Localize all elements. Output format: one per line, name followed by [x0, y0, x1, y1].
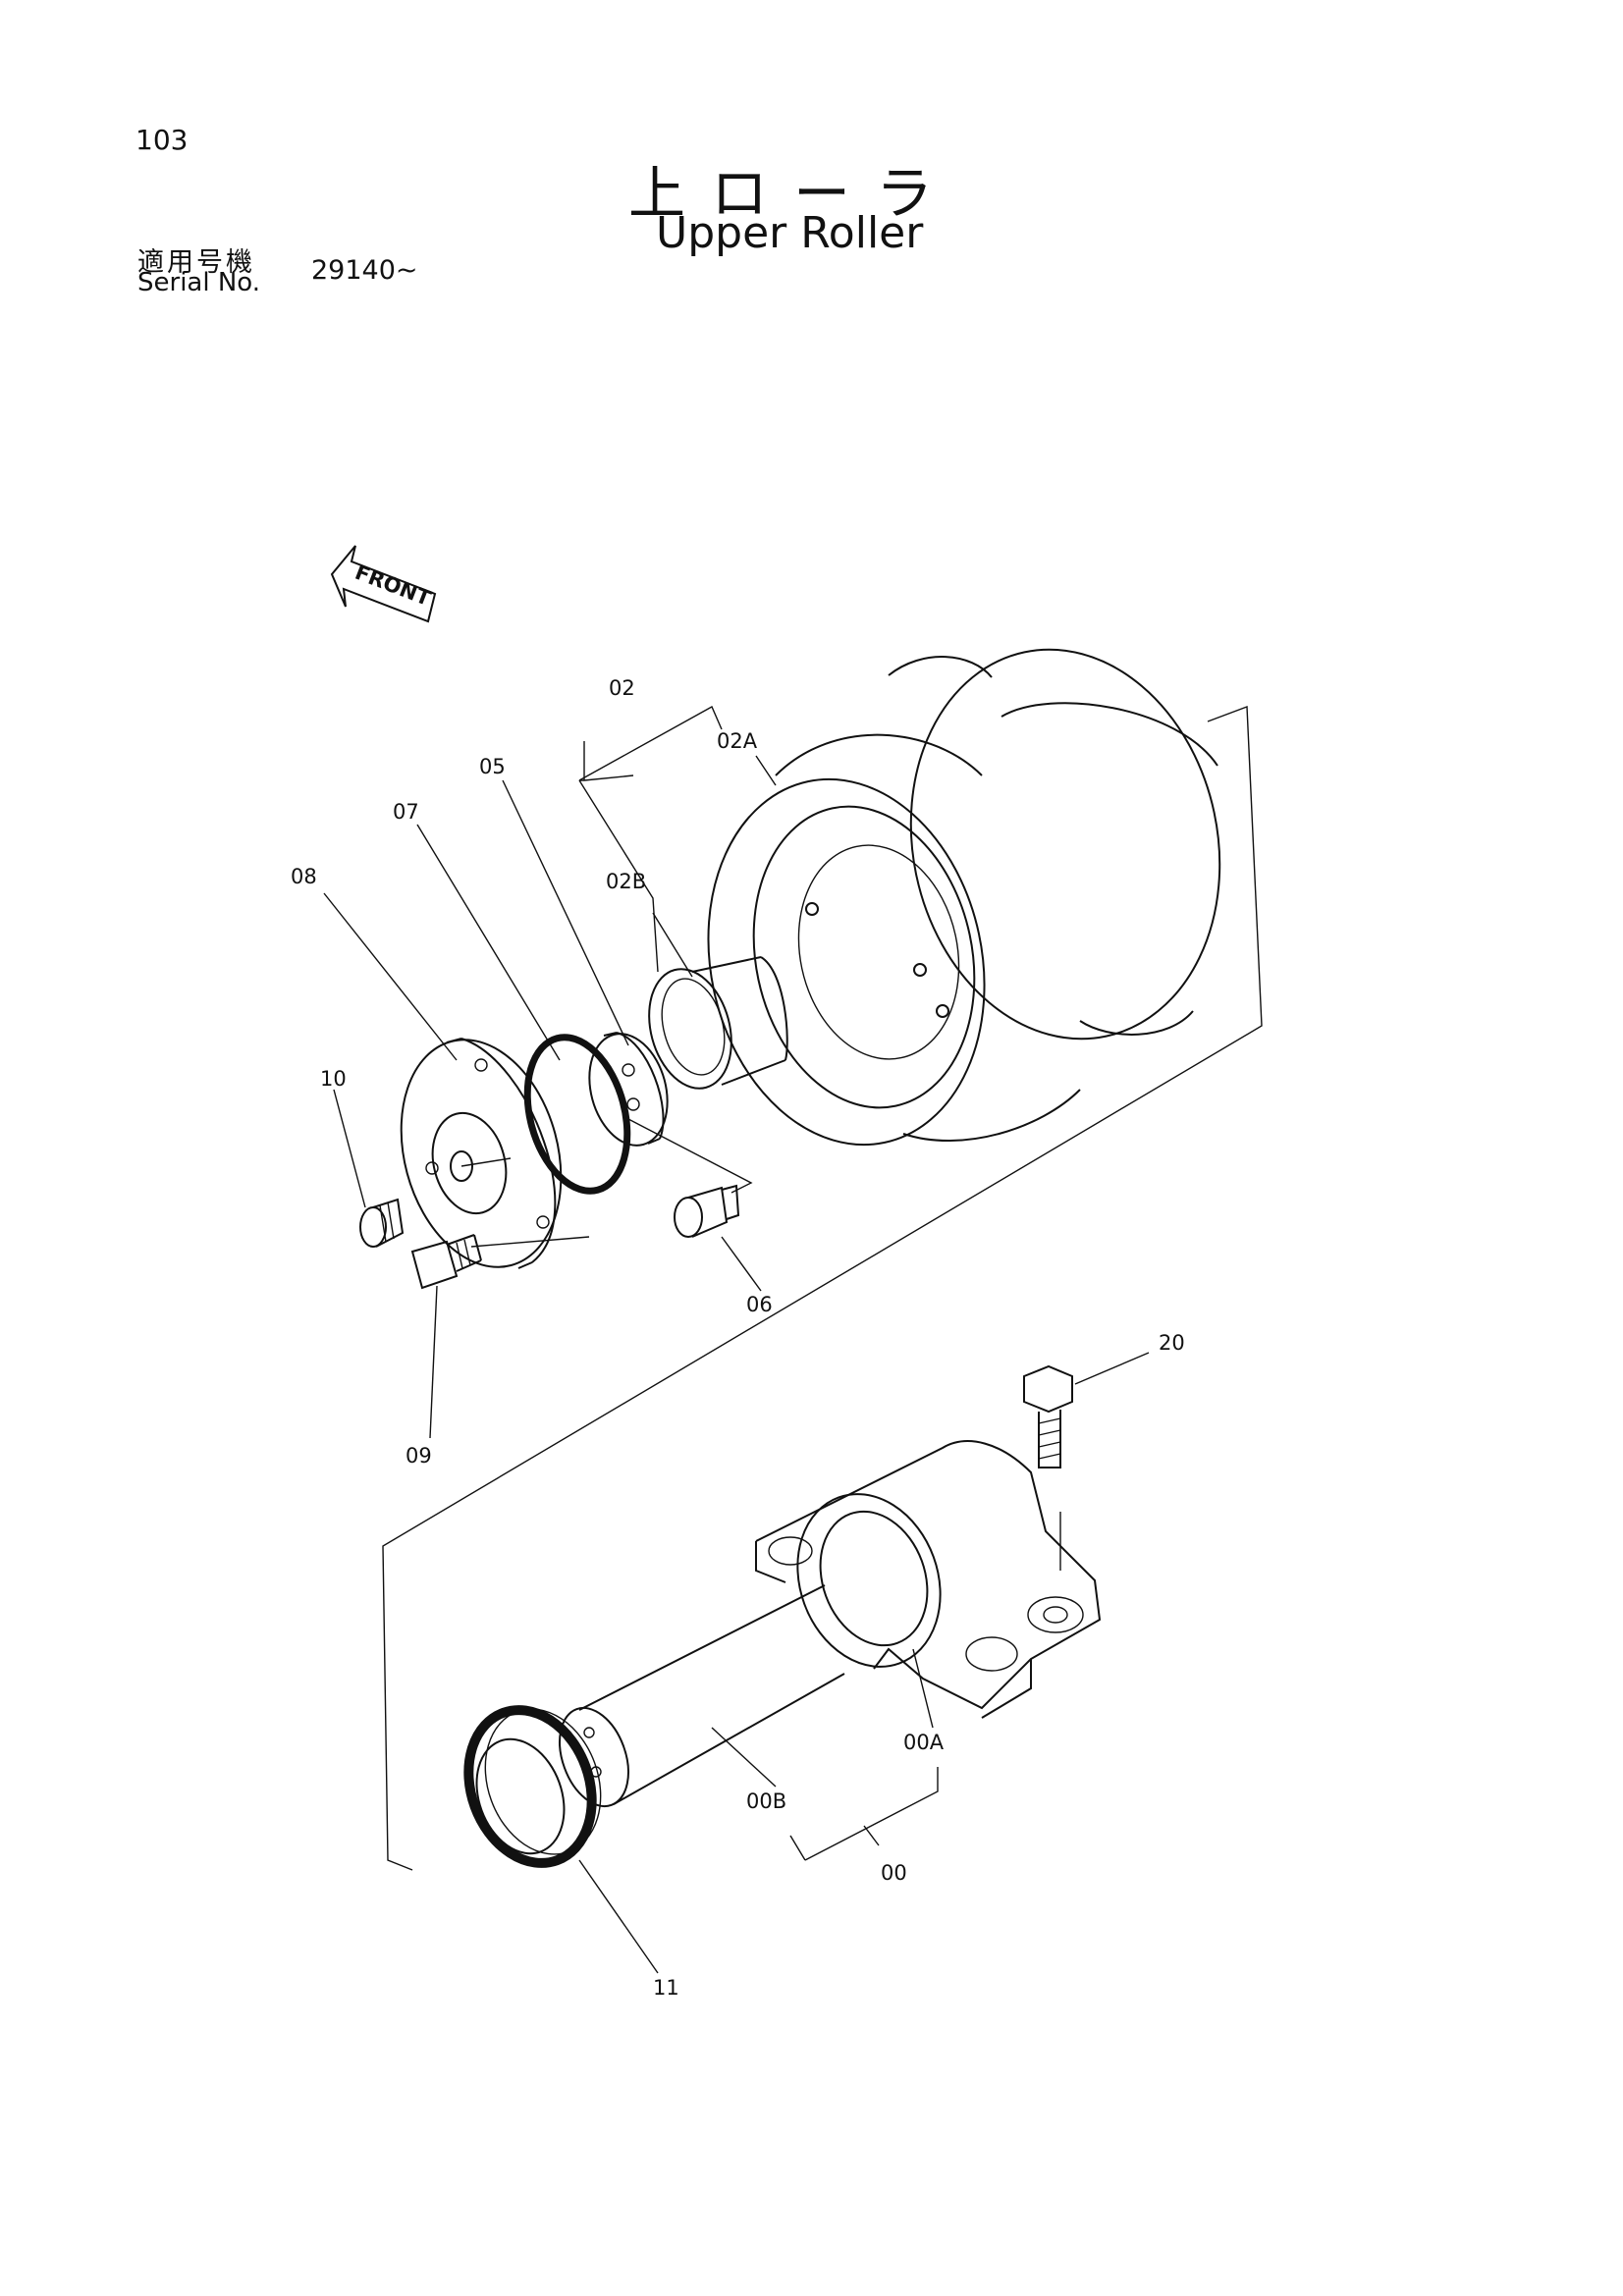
callout-00b: 00B	[746, 1789, 786, 1813]
o-ring	[523, 1034, 631, 1195]
front-arrow-icon: FRONT	[330, 545, 437, 623]
bushing	[648, 956, 788, 1090]
roller-body	[707, 648, 1221, 1147]
front-label: FRONT	[352, 561, 434, 611]
bolt-20	[1023, 1364, 1073, 1468]
callout-20: 20	[1159, 1331, 1185, 1355]
callout-02a: 02A	[717, 729, 758, 753]
bracket-assembly	[755, 1440, 1102, 1719]
title-japanese: 上ローラ	[628, 160, 959, 227]
title-english: Upper Roller	[656, 208, 924, 258]
plug	[359, 1198, 405, 1248]
callout-10: 10	[320, 1067, 347, 1091]
callout-11: 11	[653, 1976, 679, 2000]
serial-label-english: Serial No.	[137, 268, 260, 297]
callout-00: 00	[881, 1861, 907, 1885]
callout-08: 08	[291, 865, 317, 888]
floating-seal	[463, 1705, 602, 1868]
page-number: 103	[135, 124, 189, 156]
assembly-frame-lines	[382, 706, 1263, 1871]
serial-label-japanese: 適用号機	[137, 247, 255, 278]
serial-number-value: 29140~	[311, 255, 418, 286]
callout-09: 09	[406, 1444, 432, 1468]
shaft	[559, 1584, 845, 1808]
socket-bolt-06	[674, 1184, 740, 1238]
thrust-plate	[588, 1032, 669, 1147]
callout-05: 05	[479, 755, 506, 778]
callout-07: 07	[393, 800, 419, 824]
callout-00a: 00A	[903, 1731, 945, 1754]
callout-02: 02	[609, 676, 635, 700]
bolt-09	[410, 1234, 482, 1290]
leader-lines	[323, 706, 1150, 1974]
callout-06: 06	[746, 1293, 773, 1316]
callout-02b: 02B	[606, 870, 646, 893]
